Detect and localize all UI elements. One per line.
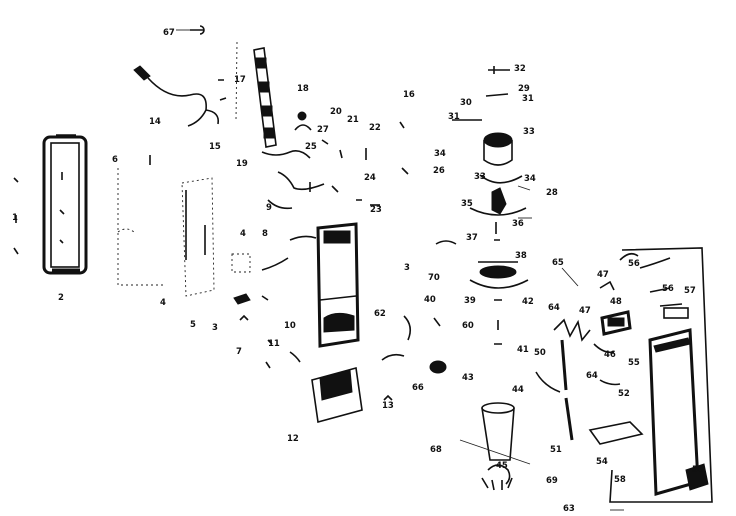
- label-42: 42: [522, 297, 534, 307]
- label-13: 13: [382, 401, 394, 411]
- label-40a: 40: [424, 295, 436, 305]
- label-37: 37: [466, 233, 478, 243]
- label-5: 5: [190, 320, 196, 330]
- label-15: 15: [209, 142, 221, 152]
- label-31b: 31: [448, 112, 460, 122]
- label-57: 57: [684, 286, 696, 296]
- part-knob: [381, 353, 447, 401]
- label-31: 31: [522, 94, 534, 104]
- part-brackets: [231, 199, 317, 369]
- label-36: 36: [512, 219, 524, 229]
- label-21: 21: [347, 115, 359, 125]
- label-20: 20: [330, 107, 342, 117]
- label-11: 11: [268, 339, 280, 349]
- label-38: 38: [515, 251, 527, 261]
- label-67: 67: [163, 28, 175, 38]
- label-1a: 1: [12, 213, 18, 223]
- part-brush: [535, 318, 591, 441]
- label-28: 28: [546, 188, 558, 198]
- part-power-cord: [133, 65, 220, 127]
- label-23: 23: [370, 205, 382, 215]
- label-33b: 33: [474, 172, 486, 182]
- label-45: 45: [496, 461, 508, 471]
- label-48: 48: [610, 297, 622, 307]
- label-30: 30: [460, 98, 472, 108]
- label-56b: 56: [662, 284, 674, 294]
- label-18: 18: [297, 84, 309, 94]
- label-68: 68: [430, 445, 442, 455]
- label-27: 27: [317, 125, 329, 135]
- label-25: 25: [305, 142, 317, 152]
- part-switch-bar: [253, 47, 277, 148]
- label-8: 8: [262, 229, 268, 239]
- label-41: 41: [517, 345, 529, 355]
- part-rear-panel: [181, 177, 215, 297]
- label-39: 39: [464, 296, 476, 306]
- part-filter-frame: [42, 134, 88, 275]
- label-44: 44: [512, 385, 524, 395]
- label-70: 70: [428, 273, 440, 283]
- part-bottom-tray: [588, 379, 644, 445]
- part-control-module: [593, 280, 689, 354]
- label-3a: 3: [404, 263, 410, 273]
- label-62: 62: [374, 309, 386, 319]
- label-22: 22: [369, 123, 381, 133]
- label-32: 32: [514, 64, 526, 74]
- label-26: 26: [433, 166, 445, 176]
- label-6: 6: [112, 155, 118, 165]
- leader-lines: [176, 29, 624, 511]
- label-33: 33: [523, 127, 535, 137]
- label-60: 60: [462, 321, 474, 331]
- part-1-marks: [13, 177, 19, 255]
- label-29: 29: [518, 84, 530, 94]
- part-fan-assembly: [403, 66, 529, 345]
- label-54: 54: [596, 457, 608, 467]
- label-10: 10: [284, 321, 296, 331]
- label-43: 43: [462, 373, 474, 383]
- label-58b: 58: [692, 465, 704, 475]
- label-58: 58: [614, 475, 626, 485]
- part-tower-housing: [609, 247, 713, 503]
- part-front-grille: [311, 366, 363, 424]
- label-64b: 64: [586, 371, 598, 381]
- label-24: 24: [364, 173, 376, 183]
- label-47a: 47: [597, 270, 609, 280]
- part-base-cylinder: [459, 402, 531, 491]
- label-34b: 34: [524, 174, 536, 184]
- label-7: 7: [236, 347, 242, 357]
- label-3b: 3: [212, 323, 218, 333]
- label-4a: 4: [240, 229, 246, 239]
- label-66: 66: [412, 383, 424, 393]
- label-51: 51: [550, 445, 562, 455]
- label-14: 14: [149, 117, 161, 127]
- label-4b: 4: [160, 298, 166, 308]
- label-46: 46: [604, 350, 616, 360]
- label-9: 9: [266, 203, 272, 213]
- label-17: 17: [234, 75, 246, 85]
- part-side-strip: [218, 41, 238, 121]
- part-67-screw: [190, 25, 205, 35]
- part-housing-panel: [117, 155, 165, 286]
- label-65: 65: [552, 258, 564, 268]
- label-34: 34: [434, 149, 446, 159]
- label-50: 50: [534, 348, 546, 358]
- label-56: 56: [628, 259, 640, 269]
- part-main-chassis: [316, 222, 360, 348]
- label-47b: 47: [579, 306, 591, 316]
- label-16: 16: [403, 90, 415, 100]
- label-63: 63: [563, 504, 575, 514]
- label-12: 12: [287, 434, 299, 444]
- label-52: 52: [618, 389, 630, 399]
- part-labels: 67 18 16 32 29 30 31 14 17 20 21 22 27 3…: [12, 28, 704, 514]
- label-35: 35: [461, 199, 473, 209]
- label-69: 69: [546, 476, 558, 486]
- label-19: 19: [236, 159, 248, 169]
- label-2: 2: [58, 293, 64, 303]
- label-55: 55: [628, 358, 640, 368]
- part-small-fasteners: [261, 111, 409, 206]
- label-64a: 64: [548, 303, 560, 313]
